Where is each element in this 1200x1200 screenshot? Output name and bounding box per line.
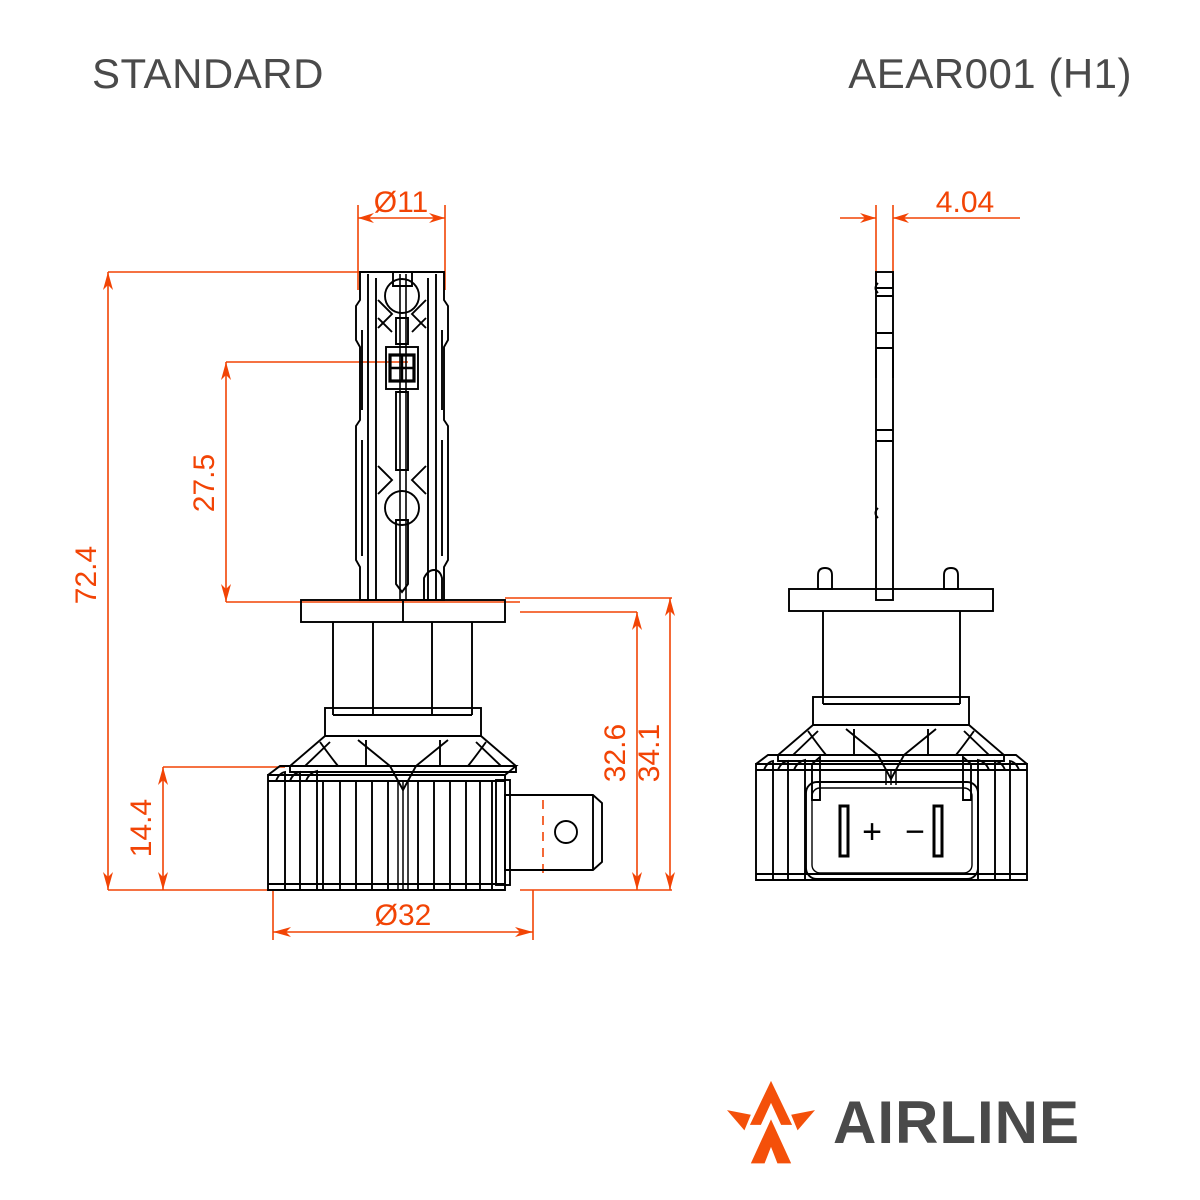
dimension-label-72-4: 72.4 — [70, 546, 103, 604]
polarity-layer: + − — [862, 813, 925, 851]
dimension-4-04 — [840, 205, 1020, 285]
led-stem — [355, 271, 449, 601]
dimension-label-34-1: 34.1 — [633, 724, 666, 782]
dimension-32-6 — [520, 611, 642, 890]
dimension-dia-11 — [357, 205, 446, 290]
dimension-layer — [103, 205, 1020, 940]
heatsink-body — [267, 765, 519, 891]
polarity-positive-label: + — [862, 813, 882, 851]
page-title-right: AEAR001 (H1) — [848, 50, 1132, 97]
mounting-flange — [300, 599, 506, 623]
front-view — [267, 271, 603, 891]
dimension-27-5 — [221, 361, 520, 603]
dimension-label-4-04: 4.04 — [936, 186, 994, 219]
dimension-dia-32 — [272, 890, 534, 940]
brand-logo: AIRLINE — [725, 1075, 1145, 1170]
led-chip — [385, 346, 419, 390]
page-title-left: STANDARD — [92, 50, 324, 97]
neck-collar — [324, 622, 482, 737]
side-mounting-flange — [788, 567, 994, 612]
dimension-label-dia-11: Ø11 — [374, 186, 428, 219]
side-view — [755, 271, 1028, 881]
dimension-72-4 — [103, 271, 360, 891]
connector-face — [805, 781, 979, 880]
brand-name: AIRLINE — [833, 1088, 1080, 1156]
dimension-34-1 — [505, 597, 675, 891]
dimension-label-14-4: 14.4 — [125, 799, 158, 857]
dimension-14-4 — [158, 766, 285, 890]
dimension-label-dia-32: Ø32 — [375, 899, 432, 932]
mounting-tab — [495, 779, 603, 886]
airline-star-a-icon — [727, 1080, 815, 1163]
side-neck-collar — [812, 611, 970, 726]
dimension-text-layer: Ø11 72.4 27.5 14.4 32.6 34.1 Ø32 4.04 — [70, 186, 994, 932]
side-heatsink-body — [755, 754, 1028, 881]
side-led-stem — [874, 271, 894, 601]
polarity-negative-label: − — [905, 813, 925, 851]
dimension-label-27-5: 27.5 — [188, 454, 221, 512]
dimension-label-32-6: 32.6 — [599, 724, 632, 782]
